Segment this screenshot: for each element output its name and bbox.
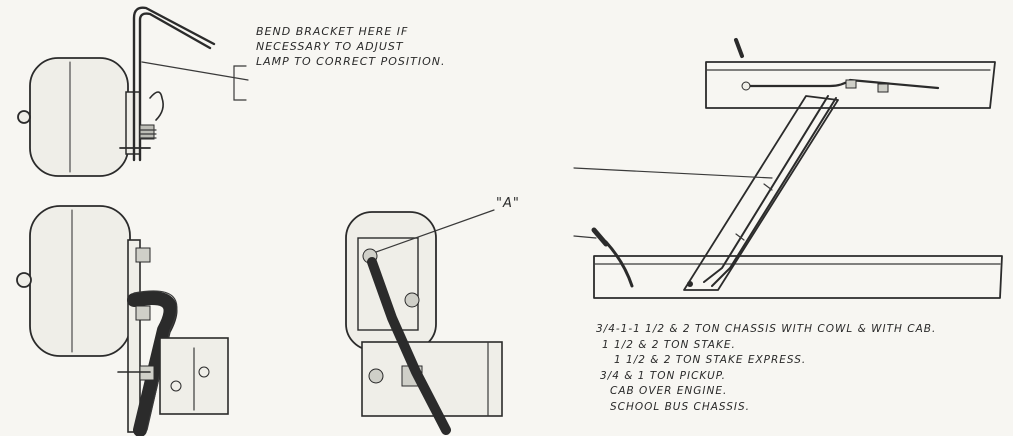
mount-plate-front bbox=[357, 237, 419, 331]
leader-chassis-2 bbox=[573, 235, 597, 239]
lamp-face bbox=[345, 211, 437, 351]
connector-1 bbox=[741, 81, 751, 91]
frame-rail-bottom bbox=[593, 255, 1003, 299]
connector-2 bbox=[845, 79, 857, 89]
lamp-side-view-top bbox=[17, 6, 249, 177]
chassis-item-3: 1 1/2 & 2 TON STAKE EXPRESS. bbox=[614, 354, 807, 366]
leader-chassis-1 bbox=[573, 167, 773, 179]
cross-member bbox=[683, 95, 839, 291]
spring bbox=[139, 129, 157, 139]
lamp-lens-top bbox=[17, 110, 31, 124]
nut-top bbox=[139, 124, 155, 140]
wiring-cable bbox=[127, 291, 178, 436]
bolt-head-2 bbox=[135, 305, 151, 321]
harness-diagonal-2 bbox=[711, 97, 837, 287]
chassis-item-4: 3/4 & 1 TON PICKUP. bbox=[600, 369, 727, 382]
bracket-rod bbox=[132, 6, 216, 162]
bracket-arm-front bbox=[367, 257, 451, 435]
note-bracket-mark bbox=[233, 65, 247, 101]
clip-bottom bbox=[687, 281, 693, 287]
lamp-side-view-bottom bbox=[16, 205, 229, 436]
bracket-rod-inner bbox=[138, 12, 212, 162]
chassis-applicability-list: 3/4-1-1 1/2 & 2 TON CHASSIS WITH COWL & … bbox=[596, 322, 936, 415]
chassis-item-1: 3/4-1-1 1/2 & 2 TON CHASSIS WITH COWL & … bbox=[596, 323, 937, 335]
bolt-head-1 bbox=[135, 247, 151, 263]
cable-edge bbox=[133, 290, 178, 431]
lamp-housing-top bbox=[29, 57, 129, 177]
chassis-item-2: 1 1/2 & 2 TON STAKE. bbox=[602, 338, 736, 351]
harness-tip bbox=[734, 38, 744, 58]
note-line-1: BEND BRACKET HERE IF bbox=[256, 25, 409, 38]
harness-end bbox=[591, 227, 609, 247]
note-line-3: LAMP TO CORRECT POSITION. bbox=[256, 55, 446, 68]
bolt-bottom-left bbox=[368, 368, 384, 384]
leader-bend bbox=[141, 61, 249, 81]
clip-mid-1 bbox=[763, 183, 773, 191]
mount-plate-bottom bbox=[127, 239, 141, 433]
note-line-2: NECESSARY TO ADJUST bbox=[256, 40, 404, 53]
chassis-item-5: CAB OVER ENGINE. bbox=[610, 385, 728, 397]
leader-a bbox=[375, 209, 495, 253]
bend-bracket-note: BEND BRACKET HERE IF NECESSARY TO ADJUST… bbox=[256, 24, 445, 69]
bracket-clip bbox=[149, 91, 164, 121]
bolt-head-3 bbox=[139, 365, 155, 381]
connector-3 bbox=[877, 83, 889, 93]
harness-diagonal bbox=[703, 95, 829, 283]
bracket-hole-2 bbox=[198, 366, 210, 378]
lamp-lens-bottom bbox=[16, 272, 32, 288]
bolt-right bbox=[404, 292, 420, 308]
harness-top bbox=[744, 78, 940, 90]
clip-mid-2 bbox=[735, 233, 745, 241]
harness-left bbox=[604, 240, 634, 288]
frame-rail-top bbox=[705, 61, 996, 109]
chassis-item-6: SCHOOL BUS CHASSIS. bbox=[610, 400, 750, 413]
lamp-housing-bottom bbox=[29, 205, 131, 357]
lamp-front-view bbox=[345, 209, 503, 435]
chassis-frame-view bbox=[573, 38, 1003, 299]
callout-a: "A" bbox=[496, 196, 520, 211]
bracket-hole-1 bbox=[170, 380, 182, 392]
